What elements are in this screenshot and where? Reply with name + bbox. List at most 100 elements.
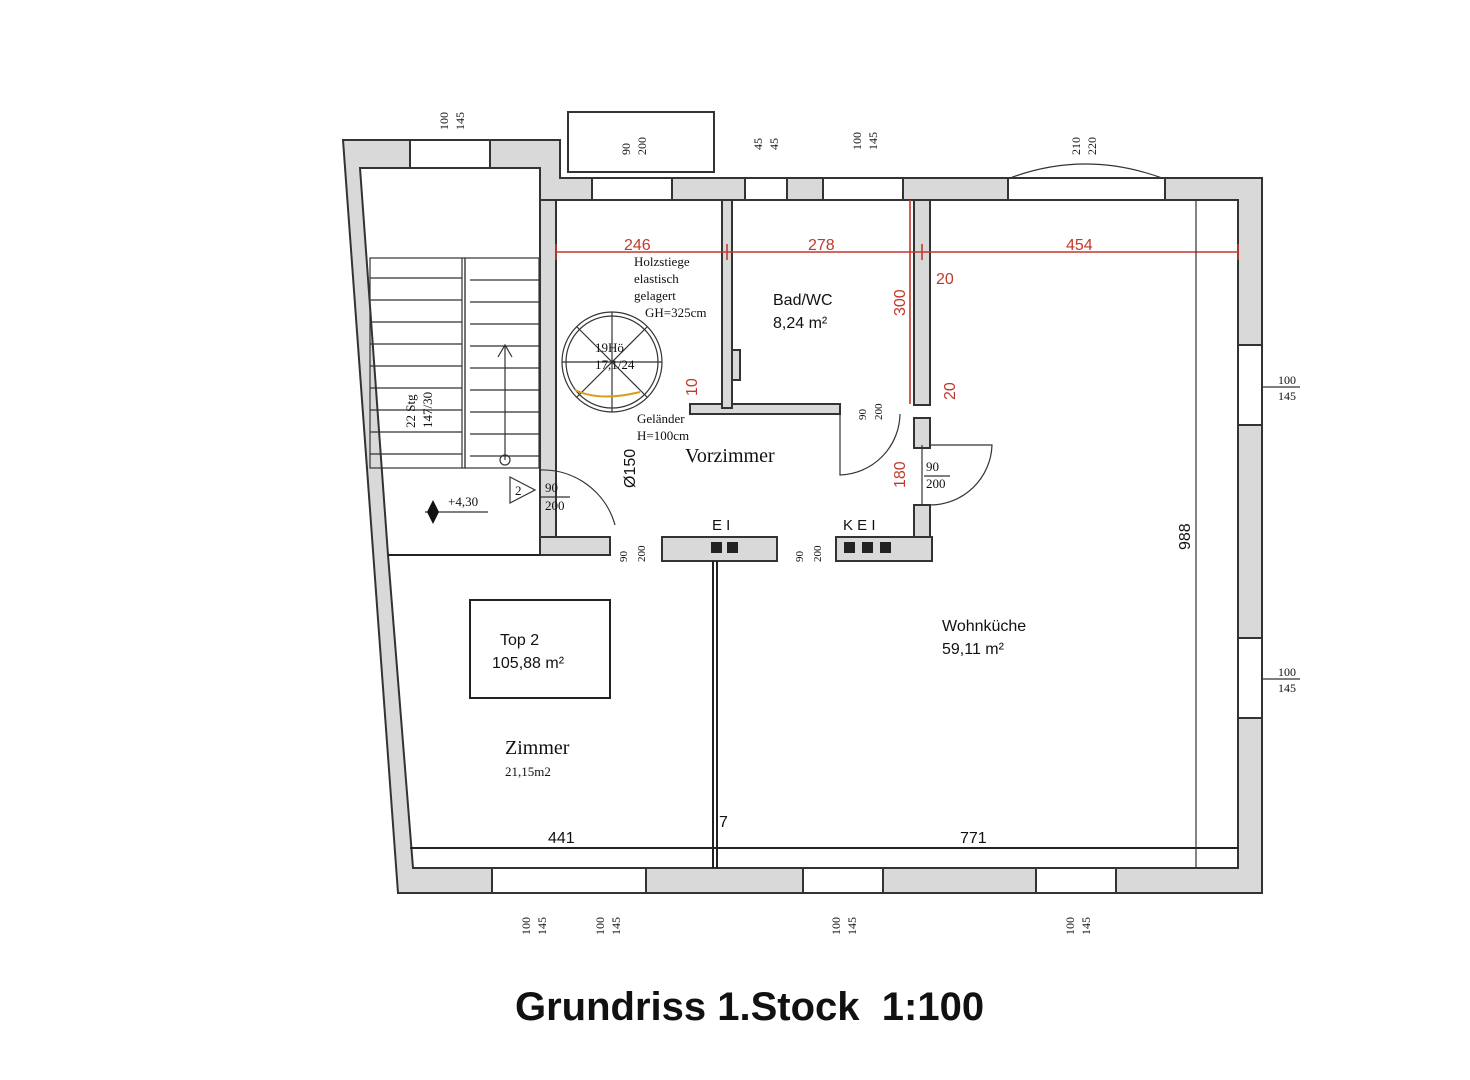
spiral-ratio: 17,1/24 <box>595 357 635 372</box>
dim-300: 300 <box>892 289 909 316</box>
bay-window-arc <box>1009 163 1163 179</box>
win-label-top2-a: 90 <box>619 143 633 155</box>
balcony-top-2 <box>567 111 715 173</box>
room-zimmer-area: 21,15m2 <box>505 764 551 779</box>
socket-3 <box>844 542 855 553</box>
room-bad-name: Bad/WC <box>773 292 833 309</box>
bad-door-h: 200 <box>873 403 885 420</box>
dim-246: 246 <box>624 237 651 254</box>
spiral-note-3: gelagert <box>634 288 676 303</box>
bath-wall-stub <box>913 504 931 538</box>
dim-441: 441 <box>548 830 575 847</box>
win-label-right2-b: 145 <box>1278 681 1296 695</box>
room-vorzimmer-name: Vorzimmer <box>685 445 775 467</box>
window-right-1 <box>1237 344 1263 426</box>
bath-wall-horizontal <box>689 403 841 415</box>
room-wohnkueche-area: 59,11 m² <box>942 641 1005 658</box>
installation-kei-label: K E I <box>843 517 876 534</box>
dim-988: 988 <box>1177 523 1194 550</box>
outer-wall <box>341 139 1263 894</box>
spiral-diameter: Ø150 <box>622 449 639 488</box>
win-label-top5-a: 210 <box>1069 137 1083 155</box>
win-label-bot3-a: 100 <box>829 917 843 935</box>
window-top-4 <box>822 177 904 201</box>
win-label-right2-a: 100 <box>1278 665 1296 679</box>
window-top-3 <box>744 177 788 201</box>
hall-door-2-h: 200 <box>812 545 824 562</box>
spiral-steps: 19Hö <box>595 340 624 355</box>
win-label-top1-b: 145 <box>453 112 467 130</box>
win-label-top5-b: 220 <box>1085 137 1099 155</box>
dim-10: 10 <box>684 378 701 396</box>
door-number: 2 <box>515 483 522 498</box>
socket-1 <box>711 542 722 553</box>
dim-278: 278 <box>808 237 835 254</box>
corridor-wall-left <box>539 536 611 556</box>
unit-area: 105,88 m² <box>492 655 565 672</box>
hall-door-1-w: 90 <box>618 551 630 563</box>
room-bad-area: 8,24 m² <box>773 315 828 332</box>
window-top-2 <box>591 177 673 201</box>
bad-door-arc <box>839 413 901 476</box>
dim-7: 7 <box>719 814 728 831</box>
dim-20-mid: 20 <box>942 382 959 400</box>
win-label-bot1-a: 100 <box>519 917 533 935</box>
level-marker: +4,30 <box>448 494 478 509</box>
socket-5 <box>880 542 891 553</box>
hall-door-2-w: 90 <box>794 551 806 563</box>
door-number-marker <box>509 476 537 504</box>
socket-4 <box>862 542 873 553</box>
level-marker-icon <box>427 500 439 524</box>
kitchen-door-w: 90 <box>926 459 939 474</box>
win-label-right1-b: 145 <box>1278 389 1296 403</box>
win-label-top3-b: 45 <box>767 138 781 150</box>
room-wohnkueche-name: Wohnküche <box>942 618 1026 635</box>
spiral-note-1: Holzstiege <box>634 254 690 269</box>
hall-door-1-h: 200 <box>636 545 648 562</box>
entrance-door-height: 200 <box>545 498 565 513</box>
dim-454: 454 <box>1066 237 1093 254</box>
spiral-note-4: GH=325cm <box>645 305 707 320</box>
win-label-right1-a: 100 <box>1278 373 1296 387</box>
win-label-bot4-b: 145 <box>1079 917 1093 935</box>
win-label-bot4-a: 100 <box>1063 917 1077 935</box>
win-label-top2-b: 200 <box>635 137 649 155</box>
railing-note-2: H=100cm <box>637 428 689 443</box>
unit-name: Top 2 <box>500 632 539 649</box>
main-stair-count: 22 Stg <box>403 394 418 428</box>
room-zimmer-name: Zimmer <box>505 737 570 759</box>
win-label-bot3-b: 145 <box>845 917 859 935</box>
installation-ei-label: E I <box>712 517 730 534</box>
kitchen-door-arc <box>929 444 993 506</box>
entrance-door-arc <box>539 469 616 526</box>
window-top-5 <box>1007 177 1166 201</box>
bath-wall-vertical-lower <box>913 417 931 449</box>
bath-wall-left <box>721 199 733 409</box>
window-top-1 <box>409 139 491 169</box>
window-right-2 <box>1237 637 1263 719</box>
bad-door-w: 90 <box>857 409 869 421</box>
spiral-stair <box>561 311 663 413</box>
window-bottom-1 <box>491 867 647 894</box>
spiral-note-2: elastisch <box>634 271 679 286</box>
plan-title: Grundriss 1.Stock 1:100 <box>515 985 984 1029</box>
win-label-top1-a: 100 <box>437 112 451 130</box>
main-stair-ratio: 147/30 <box>420 392 435 428</box>
win-label-bot1-b: 145 <box>535 917 549 935</box>
kitchen-door-h: 200 <box>926 476 946 491</box>
unit-box <box>469 599 611 699</box>
win-label-top4-a: 100 <box>850 132 864 150</box>
dim-20-top: 20 <box>936 271 954 288</box>
bath-wall-notch <box>731 349 741 381</box>
entrance-door-width: 90 <box>545 480 558 495</box>
win-label-bot2-b: 145 <box>609 917 623 935</box>
bath-wall-vertical <box>913 199 931 406</box>
socket-2 <box>727 542 738 553</box>
window-bottom-3 <box>802 867 884 894</box>
dim-180: 180 <box>892 461 909 488</box>
win-label-bot2-a: 100 <box>593 917 607 935</box>
win-label-top4-b: 145 <box>866 132 880 150</box>
main-stair <box>369 257 540 469</box>
window-bottom-4 <box>1035 867 1117 894</box>
